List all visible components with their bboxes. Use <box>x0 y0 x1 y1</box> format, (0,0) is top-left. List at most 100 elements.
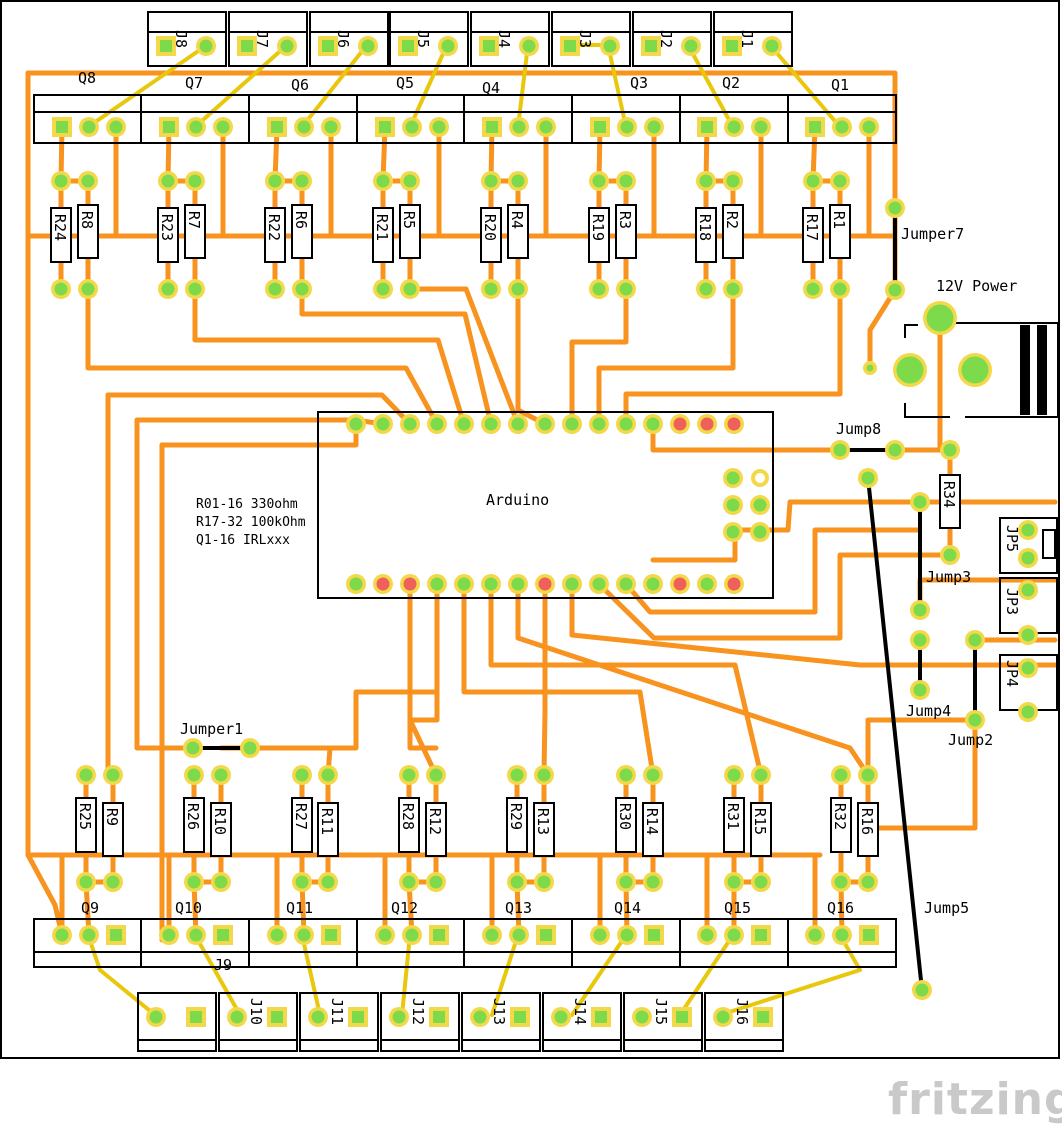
pad-core <box>268 174 282 188</box>
pad-core <box>271 121 283 133</box>
ratsnest-wire <box>686 43 735 129</box>
pad-core <box>540 929 552 941</box>
pad-core <box>926 304 954 332</box>
pad-core <box>392 1010 406 1024</box>
pad-core <box>619 768 633 782</box>
pad-core <box>378 928 392 942</box>
pad-core <box>405 928 419 942</box>
pad-core <box>106 875 120 889</box>
ratsnest-wire <box>718 933 862 1017</box>
resistor-label: R26 <box>184 803 202 830</box>
pad-core <box>727 120 741 134</box>
pad-core <box>199 39 213 53</box>
header-j-bottom <box>380 992 460 1052</box>
header-j-top <box>713 11 793 67</box>
pad-core <box>834 875 848 889</box>
pad-core <box>727 577 741 591</box>
pad-core <box>297 928 311 942</box>
resistor-label: R18 <box>696 214 714 241</box>
pad-core <box>647 120 661 134</box>
pad-core <box>592 282 606 296</box>
resistor-label: R10 <box>211 808 229 835</box>
pad-core <box>81 282 95 296</box>
pad-core <box>806 282 820 296</box>
ratsnest-wire <box>193 43 289 129</box>
resistor-label: R31 <box>724 803 742 830</box>
resistor-label: R2 <box>723 211 741 229</box>
resistor-body <box>723 797 745 853</box>
pad-core <box>603 39 617 53</box>
ratsnest-wire <box>86 43 209 129</box>
resistor-label: R14 <box>643 808 661 835</box>
pad-core <box>833 282 847 296</box>
pad-core <box>511 282 525 296</box>
pad-core <box>321 875 335 889</box>
resistor-body <box>642 802 664 857</box>
pad-core <box>726 525 740 539</box>
pad-core <box>808 928 822 942</box>
resistor-label: R4 <box>508 211 526 229</box>
pad-core <box>295 174 309 188</box>
header-j-top <box>632 11 712 67</box>
pad-core <box>349 417 363 431</box>
header-label: J7 <box>253 30 271 48</box>
pad-core <box>295 768 309 782</box>
trace <box>159 421 359 448</box>
pad-core <box>619 417 633 431</box>
pad-core <box>483 40 495 52</box>
ratsnest-wire <box>566 43 628 129</box>
pad-core <box>1021 661 1035 675</box>
resistor-body <box>588 207 610 263</box>
pad-core <box>484 282 498 296</box>
pad-core <box>646 577 660 591</box>
ratsnest-wires <box>86 43 977 1017</box>
pad-core <box>539 120 553 134</box>
pad-core <box>537 768 551 782</box>
pad-core <box>311 1010 325 1024</box>
trace <box>867 287 898 371</box>
pad-core <box>376 577 390 591</box>
pad-core <box>162 928 176 942</box>
transistor-label: Q5 <box>396 74 414 92</box>
pad-core <box>1021 551 1035 565</box>
pad-core <box>55 928 69 942</box>
pad-core <box>943 548 957 562</box>
resistor-label: R1 <box>830 211 848 229</box>
pad-core <box>673 577 687 591</box>
trace <box>407 286 521 427</box>
resistor-body <box>184 204 206 259</box>
header-label: J9 <box>214 956 232 974</box>
trace <box>25 852 65 938</box>
pad-core <box>376 174 390 188</box>
pad-core <box>833 443 847 457</box>
trace <box>569 581 923 668</box>
resistor-body <box>398 797 420 853</box>
resistor-label: R30 <box>616 803 634 830</box>
pad-core <box>510 875 524 889</box>
pad-core <box>268 282 282 296</box>
pad-core <box>352 1011 364 1023</box>
transistor-label: Q16 <box>827 899 854 917</box>
pad-core <box>620 928 634 942</box>
jumper-label: Jumper1 <box>180 720 243 738</box>
pad-core <box>54 174 68 188</box>
resistor-body <box>829 204 851 259</box>
pad-core <box>485 928 499 942</box>
pad-core <box>486 121 498 133</box>
transistor-label: Q13 <box>505 899 532 917</box>
pad-core <box>322 40 334 52</box>
transistor-label: Q1 <box>831 76 849 94</box>
pad-core <box>324 120 338 134</box>
resistor-label: R16 <box>858 808 876 835</box>
note-label: R17-32 100kOhm <box>196 515 306 530</box>
pad-core <box>295 282 309 296</box>
pad-core <box>56 121 68 133</box>
jumper-label: Jump4 <box>906 702 951 720</box>
header-label: J8 <box>172 30 190 48</box>
header-j-bottom <box>299 992 379 1052</box>
pad-core <box>243 741 257 755</box>
pad-core <box>429 768 443 782</box>
pad-core <box>646 768 660 782</box>
resistor-body <box>425 802 447 857</box>
